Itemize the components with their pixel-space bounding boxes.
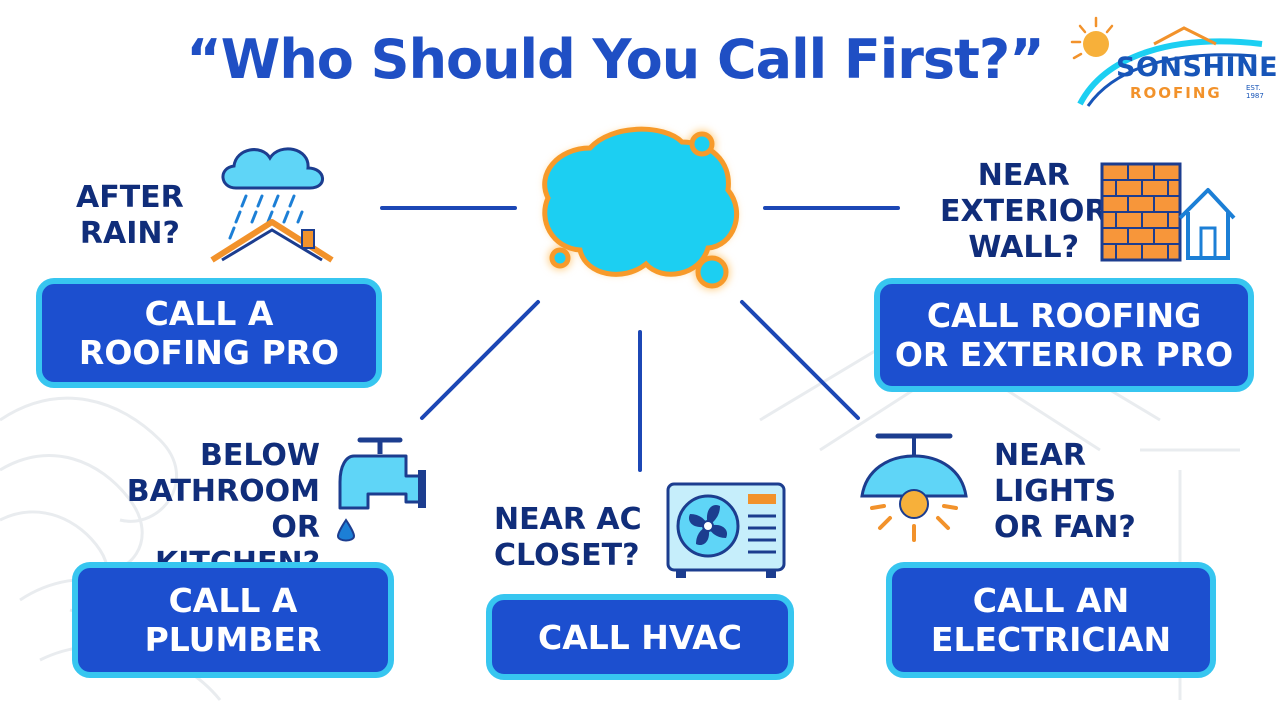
question-after-rain: AFTER RAIN? <box>76 180 184 251</box>
call-roofing-pro-button[interactable]: CALL A ROOFING PRO <box>36 278 382 388</box>
logo-subtitle: ROOFING <box>1130 84 1222 102</box>
water-stain-icon <box>542 126 740 290</box>
logo-name: SONSHINE <box>1116 52 1279 83</box>
company-logo: SONSHINE ROOFING EST. 1987 <box>1066 14 1278 114</box>
question-exterior-wall: NEAR EXTERIOR WALL? <box>940 158 1108 265</box>
question-lights-fan: NEAR LIGHTS OR FAN? <box>994 438 1136 545</box>
faucet-icon <box>336 437 426 542</box>
call-electrician-button[interactable]: CALL AN ELECTRICIAN <box>886 562 1216 678</box>
question-bathroom-kitchen: BELOW BATHROOM OR KITCHEN? <box>126 438 320 581</box>
logo-established: EST. 1987 <box>1246 84 1264 100</box>
ac-unit-icon <box>666 482 786 578</box>
brick-wall-house-icon <box>1100 162 1236 262</box>
question-ac-closet: NEAR AC CLOSET? <box>494 502 642 573</box>
call-hvac-button[interactable]: CALL HVAC <box>486 594 794 680</box>
connector-line-plumber <box>420 300 540 420</box>
rain-roof-icon <box>210 147 334 263</box>
call-roofing-or-exterior-pro-button[interactable]: CALL ROOFING OR EXTERIOR PRO <box>874 278 1254 392</box>
connector-line-electrician <box>740 300 860 420</box>
page-title: “Who Should You Call First?” <box>186 28 1044 91</box>
sun-icon <box>1070 16 1263 107</box>
ceiling-light-icon <box>860 433 968 542</box>
call-plumber-button[interactable]: CALL A PLUMBER <box>72 562 394 678</box>
